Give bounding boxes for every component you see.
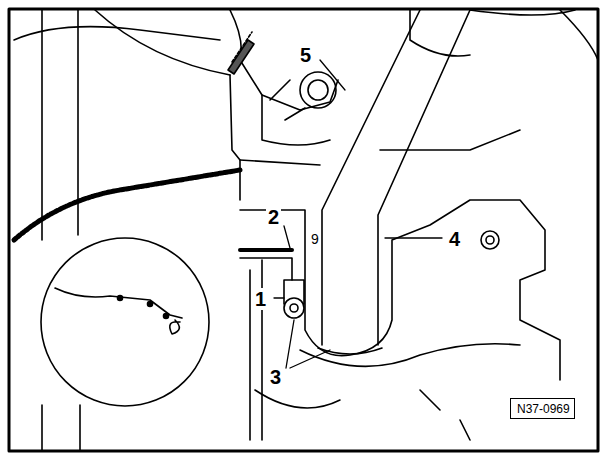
hose-clip [228,32,254,74]
figure-number-box: N37-0969 [510,398,575,419]
frame [9,9,598,451]
strut [14,10,230,450]
callout-number: 9 [309,232,321,247]
braided-hose [14,170,240,240]
callout-number: 3 [268,366,283,388]
marking [240,258,292,280]
callout-number: 5 [298,44,313,66]
callout-number: 1 [253,288,268,310]
marking [240,248,292,252]
leader-line [274,60,442,368]
engine-body [230,10,598,200]
bolt [284,280,304,318]
detail-circle [41,238,209,406]
callout-number: 2 [266,206,281,228]
callout-number: 4 [447,228,462,250]
figure-number: N37-0969 [517,402,568,416]
pipe [318,10,470,354]
